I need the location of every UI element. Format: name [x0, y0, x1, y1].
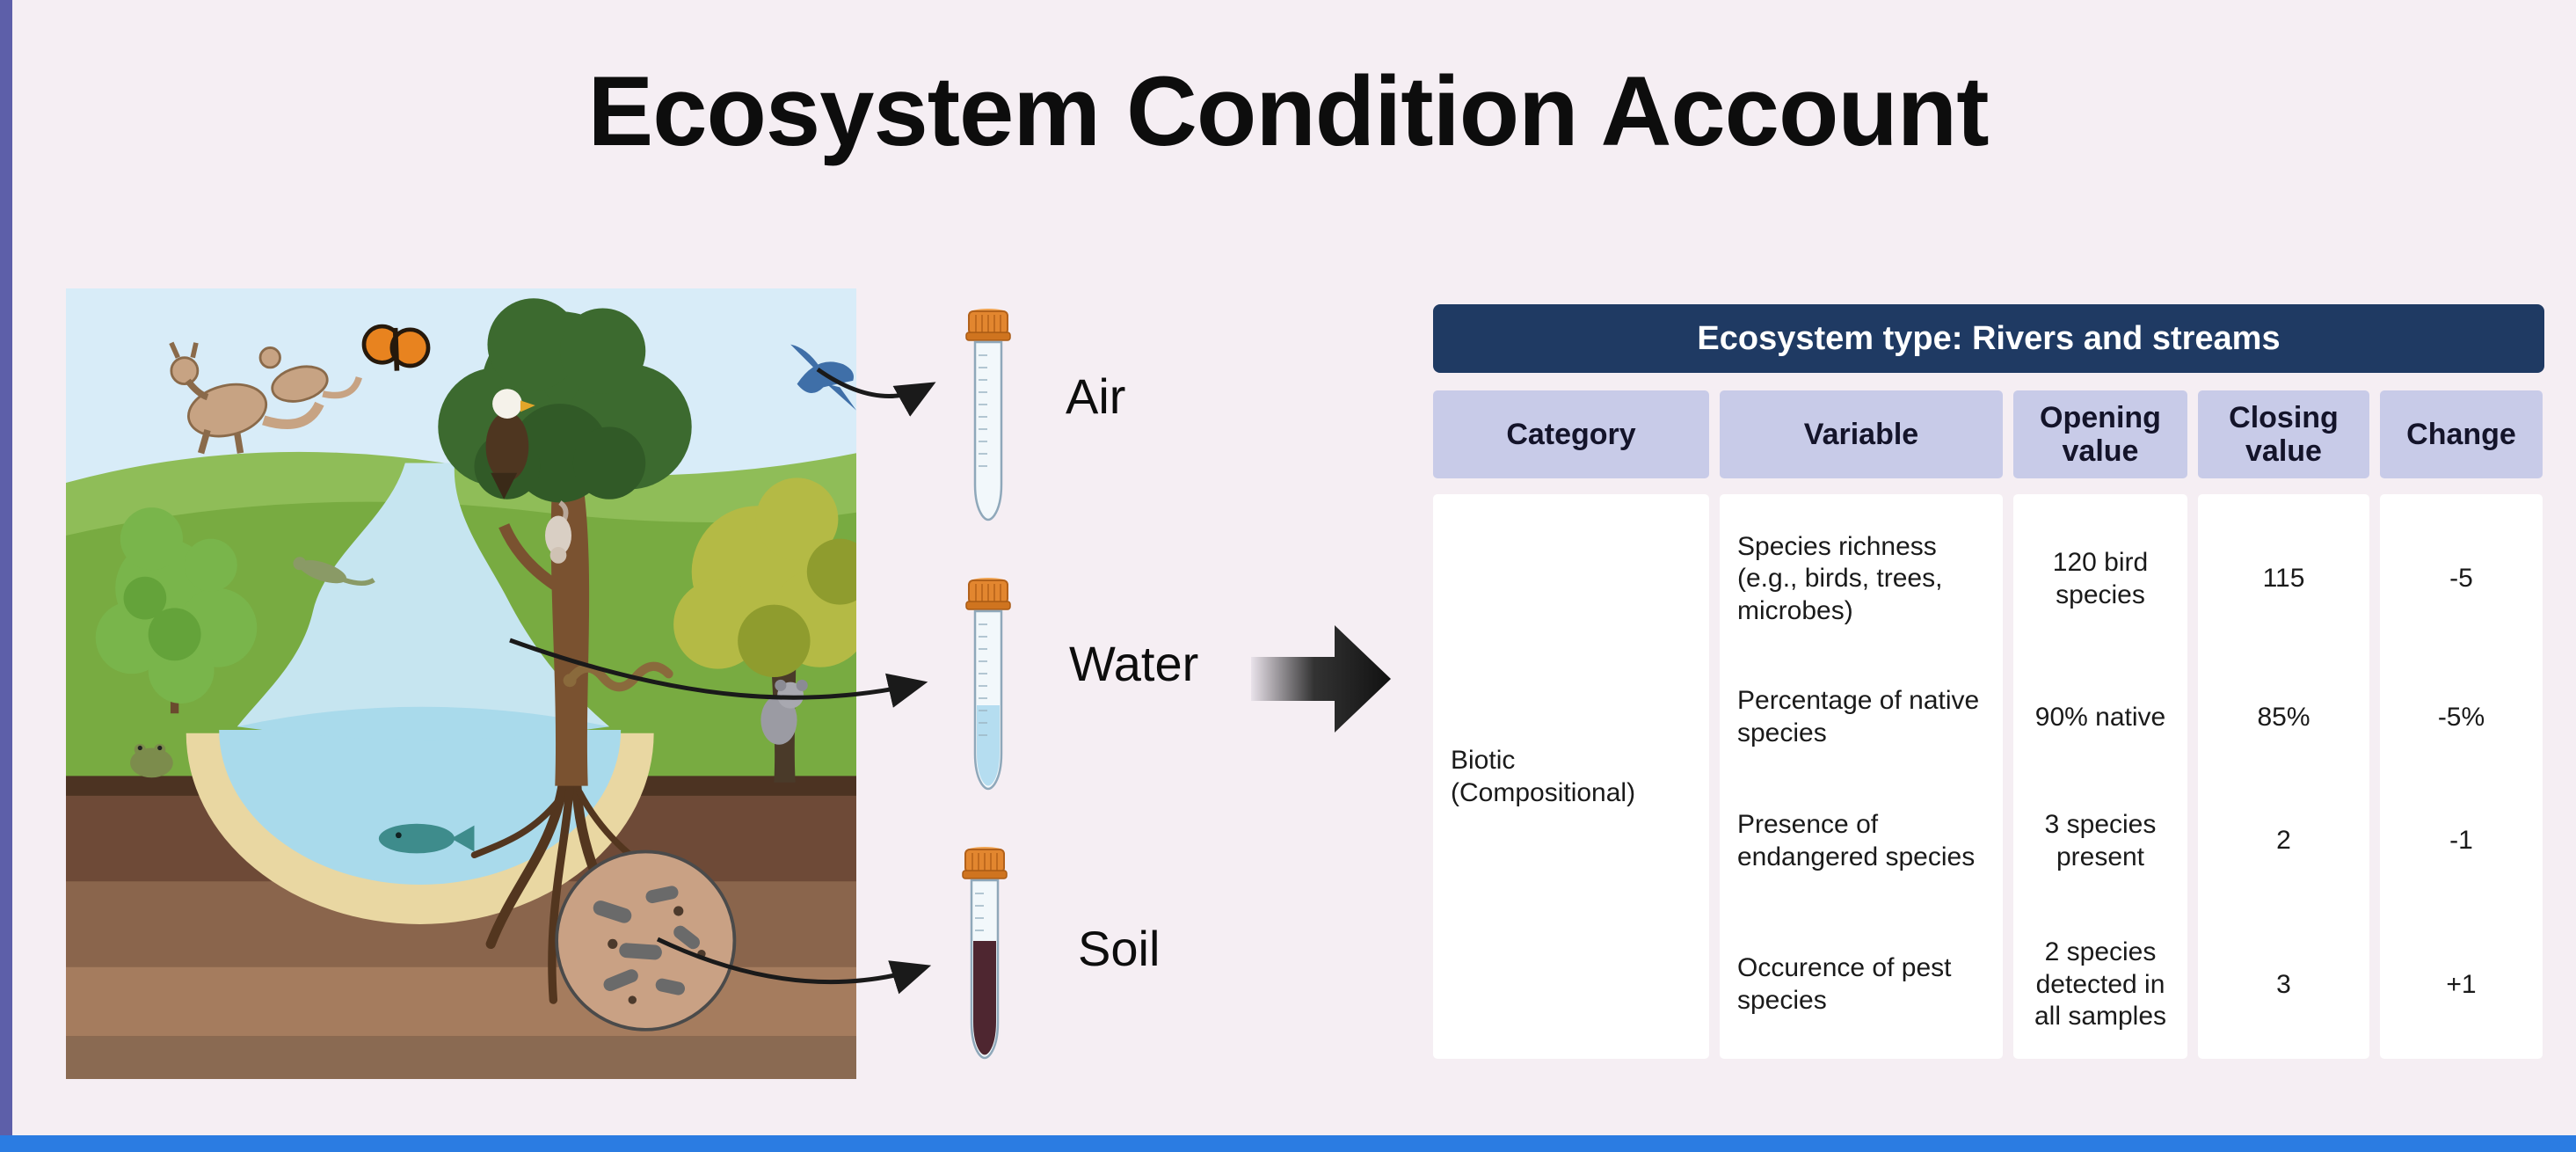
water-label: Water	[1069, 636, 1199, 691]
kangaroo-icon	[169, 341, 362, 455]
change-cell: +1	[2446, 969, 2477, 999]
col-header-opening-value: Opening value	[2013, 390, 2187, 478]
change-cell: -5%	[2437, 702, 2485, 732]
opening-value-cell: 120 bird species	[2052, 547, 2149, 609]
opening-value-column: 120 bird species 90% native 3 species pr…	[2013, 494, 2187, 1059]
table-title: Ecosystem type: Rivers and streams	[1433, 304, 2544, 373]
page-title: Ecosystem Condition Account	[587, 56, 1989, 166]
possum-icon	[545, 500, 571, 564]
lizard-icon	[293, 557, 375, 587]
category-cell: Biotic (Compositional)	[1433, 494, 1709, 1059]
table-body: Biotic (Compositional) Species richness …	[1433, 494, 2544, 1059]
butterfly-icon	[361, 324, 431, 371]
col-header-closing-value: Closing value	[2198, 390, 2369, 478]
opening-value-cell: 3 species present	[2044, 809, 2157, 871]
bottom-accent-bar	[0, 1135, 2576, 1152]
soil-label: Soil	[1078, 921, 1161, 976]
closing-value-column: 115 85% 2 3	[2198, 494, 2369, 1059]
ecosystem-illustration	[66, 288, 856, 1079]
river-mouth	[236, 706, 610, 740]
fish-icon	[378, 823, 475, 854]
ecosystem-condition-table: Ecosystem type: Rivers and streams Categ…	[1433, 304, 2544, 1059]
frog-icon	[130, 743, 173, 778]
closing-value-cell: 115	[2262, 564, 2305, 594]
air-tube-icon	[965, 309, 1011, 521]
closing-value-cell: 85%	[2257, 702, 2310, 732]
variable-cell: Presence of endangered species	[1737, 809, 1976, 871]
table-column-headers: Category Variable Opening value Closing …	[1433, 390, 2544, 478]
variable-cell: Percentage of native species	[1737, 686, 1980, 747]
change-cell: -1	[2449, 826, 2473, 856]
col-header-change: Change	[2380, 390, 2543, 478]
variable-cell: Occurence of pest species	[1737, 953, 1952, 1015]
flow-arrow-icon	[1251, 625, 1391, 733]
shrub-icon	[95, 507, 258, 714]
soil-tube-icon	[962, 847, 1008, 1060]
col-header-variable: Variable	[1720, 390, 2003, 478]
col-header-category: Category	[1433, 390, 1709, 478]
change-column: -5 -5% -1 +1	[2380, 494, 2543, 1059]
closing-value-cell: 3	[2276, 969, 2291, 999]
pond-water	[219, 729, 622, 885]
variable-column: Species richness (e.g., birds, trees, mi…	[1720, 494, 2003, 1059]
variable-cell: Species richness (e.g., birds, trees, mi…	[1737, 531, 1943, 625]
opening-value-cell: 2 species detected in all samples	[2034, 937, 2167, 1032]
water-tube-icon	[965, 578, 1011, 791]
closing-value-cell: 2	[2276, 826, 2291, 856]
left-accent-bar	[0, 0, 12, 1152]
eagle-icon	[485, 389, 535, 499]
microbes-icon	[555, 849, 737, 1032]
air-label: Air	[1066, 368, 1126, 424]
change-cell: -5	[2449, 564, 2473, 594]
opening-value-cell: 90% native	[2034, 702, 2166, 732]
